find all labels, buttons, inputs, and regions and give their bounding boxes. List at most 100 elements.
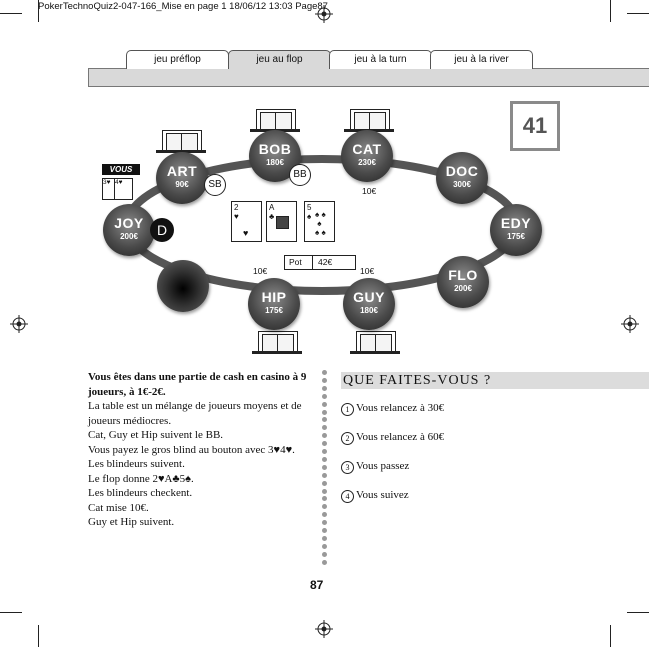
divider-dot <box>322 488 327 494</box>
hole-cards-icon <box>256 109 296 131</box>
heart-icon: ♥ <box>243 228 249 238</box>
card-shelf <box>350 351 400 354</box>
divider-dot <box>322 559 327 565</box>
divider-dot <box>322 377 327 383</box>
divider-dot <box>322 425 327 431</box>
dealer-button: D <box>150 218 174 242</box>
player-name: ART <box>166 163 198 179</box>
registration-mark-icon <box>315 620 333 638</box>
player-stack: 300€ <box>453 180 471 189</box>
player-name: CAT <box>352 141 382 157</box>
divider-dot <box>322 496 327 502</box>
small-blind-marker: SB <box>204 174 226 196</box>
flop-card: 5♠♠ ♠ ♠♠ ♠ <box>304 201 335 242</box>
bet-cat: 10€ <box>362 186 377 196</box>
scenario-line: Cat mise 10€. <box>88 501 149 514</box>
hole-cards-icon <box>258 331 298 353</box>
player-name: FLO <box>448 267 478 283</box>
scenario-text: Vous êtes dans une partie de cash en cas… <box>88 370 313 530</box>
scenario-line: Cat, Guy et Hip suivent le BB. <box>88 429 224 441</box>
player-name: GUY <box>353 289 385 305</box>
divider-dot <box>322 520 327 526</box>
player-name: DOC <box>445 163 479 179</box>
player-stack: 180€ <box>266 158 284 167</box>
scenario-line: Vous payez le gros blind au bouton avec … <box>88 443 295 456</box>
column-divider <box>322 370 328 570</box>
crop-mark <box>627 13 649 14</box>
divider-dot <box>322 433 327 439</box>
card-shelf <box>252 351 302 354</box>
crop-mark <box>610 625 611 647</box>
hole-cards-icon <box>350 109 390 131</box>
bet-guy: 10€ <box>360 266 375 276</box>
pot-value: 42€ <box>318 257 333 267</box>
player-name: HIP <box>261 289 287 305</box>
player-name: BOB <box>258 141 292 157</box>
crop-mark <box>0 13 22 14</box>
crop-mark <box>610 0 611 22</box>
scenario-line: La table est un mélange de joueurs moyen… <box>88 400 302 427</box>
big-blind-marker: BB <box>289 164 311 186</box>
divider-dot <box>322 370 327 375</box>
divider-dot <box>322 385 327 391</box>
pot-box: Pot 42€ <box>284 255 356 270</box>
scenario-line: Le flop donne 2♥A♣5♠. <box>88 472 194 485</box>
divider-dot <box>322 456 327 462</box>
option-number: 4 <box>341 490 354 503</box>
player-stack: 230€ <box>358 158 376 167</box>
divider-dot <box>322 409 327 415</box>
divider-dot <box>322 464 327 470</box>
scenario-line: Les blindeurs suivent. <box>88 458 185 470</box>
divider-dot <box>322 472 327 478</box>
quiz-number: 41 <box>510 101 560 151</box>
registration-mark-icon <box>621 315 639 333</box>
hero-badge: VOUS <box>102 164 140 175</box>
hole-cards-icon <box>162 130 202 152</box>
card-shelf <box>156 150 206 153</box>
flop-card: A♣ <box>266 201 297 242</box>
hero-hole-cards: 3♥ 4♥ <box>102 178 140 200</box>
player-stack: 175€ <box>265 306 283 315</box>
player-stack: 180€ <box>360 306 378 315</box>
player-stack: 175€ <box>507 232 525 241</box>
divider-dot <box>322 401 327 407</box>
registration-mark-icon <box>10 315 28 333</box>
pot-label: Pot <box>289 257 302 267</box>
tab-river[interactable]: jeu à la river <box>430 50 533 69</box>
bet-hip: 10€ <box>253 266 268 276</box>
scenario-line: Guy et Hip suivent. <box>88 516 175 528</box>
divider-dot <box>322 543 327 549</box>
crop-mark <box>38 0 39 22</box>
player-stack: 200€ <box>454 284 472 293</box>
option-number: 2 <box>341 432 354 445</box>
player-stack: 90€ <box>175 180 189 189</box>
option-number: 1 <box>341 403 354 416</box>
scenario-intro: Vous êtes dans une partie de cash en cas… <box>88 371 307 398</box>
divider-dot <box>322 512 327 518</box>
crop-mark <box>627 612 649 613</box>
divider-dot <box>322 449 327 454</box>
registration-mark-icon <box>315 5 333 23</box>
divider-dot <box>322 393 327 399</box>
empty-seat <box>157 260 209 312</box>
scenario-line: Les blindeurs checkent. <box>88 487 193 499</box>
question-title: QUE FAITES-VOUS ? <box>341 372 649 389</box>
divider-dot <box>322 504 327 510</box>
divider-dot <box>322 441 327 447</box>
hero-card: 4♥ <box>114 178 133 200</box>
spade-icon: ♠ ♠ ♠♠ ♠ <box>315 210 326 237</box>
player-stack: 200€ <box>120 232 138 241</box>
divider-dot <box>322 551 327 557</box>
